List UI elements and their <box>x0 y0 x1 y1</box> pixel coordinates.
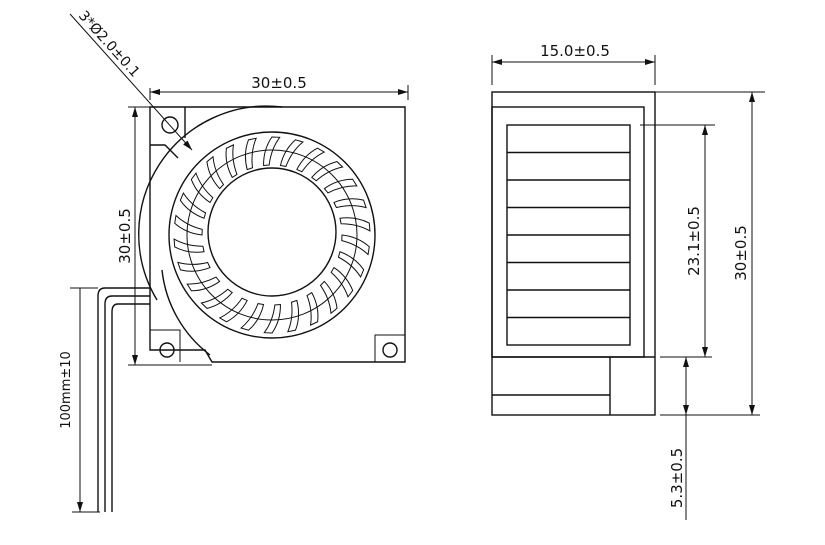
width-dimension: 30±0.5 <box>251 74 307 92</box>
outlet-dimension: 23.1±0.5 <box>685 206 703 276</box>
impeller-blade <box>206 155 225 190</box>
impeller-blade <box>200 288 233 309</box>
mounting-hole-top-left <box>161 116 179 134</box>
impeller-blade <box>263 136 281 167</box>
hub <box>207 167 337 297</box>
impeller-blade <box>263 303 281 334</box>
impeller-blade <box>296 147 326 173</box>
hole-dimension: 3*Ø2.0±0.1 <box>75 8 143 81</box>
front-view: 30±0.5 30±0.5 100mm±10 3*Ø2.0±0.1 <box>59 8 409 513</box>
impeller-blade <box>279 139 304 167</box>
impeller-blade <box>311 161 344 182</box>
impeller-blade <box>323 178 358 194</box>
side-height-dimension: 30±0.5 <box>732 225 750 281</box>
scroll-arc <box>138 105 283 301</box>
side-view: 15.0±0.5 23.1±0.5 30±0.5 5.3±0.5 <box>491 42 765 520</box>
wire-length-dimension: 100mm±10 <box>59 351 74 429</box>
impeller-blade <box>330 266 354 298</box>
mounting-hole-bottom-left <box>159 342 175 358</box>
impeller-blade <box>218 297 248 323</box>
thickness-dimension: 15.0±0.5 <box>540 42 610 60</box>
impeller-blade <box>177 261 211 272</box>
impeller-blade <box>190 172 214 204</box>
impeller-blade <box>319 280 338 315</box>
impeller-blade <box>186 276 221 292</box>
impeller-blade <box>337 251 365 278</box>
impeller-blade-ring <box>186 149 358 321</box>
scroll-inner <box>161 269 211 356</box>
outlet-slats <box>507 151 630 319</box>
base-dimension: 5.3±0.5 <box>668 448 686 508</box>
housing-outline <box>149 106 406 363</box>
impeller-blades <box>173 136 371 334</box>
impeller-blade <box>287 299 300 333</box>
top-left-ear <box>150 107 186 159</box>
wires <box>97 287 150 512</box>
impeller-blade <box>174 214 203 236</box>
height-dimension: 30±0.5 <box>116 208 134 264</box>
impeller-outer <box>168 131 376 339</box>
impeller-blade <box>306 291 319 326</box>
impeller-blade <box>339 217 371 232</box>
impeller-blade <box>244 137 257 171</box>
impeller-blade <box>173 238 205 253</box>
impeller-blade <box>333 198 367 209</box>
impeller-blade <box>240 303 265 331</box>
impeller-blade <box>179 192 207 219</box>
outlet-frame <box>491 106 645 358</box>
mounting-hole-bottom-right <box>382 342 398 358</box>
impeller-blade <box>225 144 238 179</box>
impeller-blade <box>341 234 370 256</box>
